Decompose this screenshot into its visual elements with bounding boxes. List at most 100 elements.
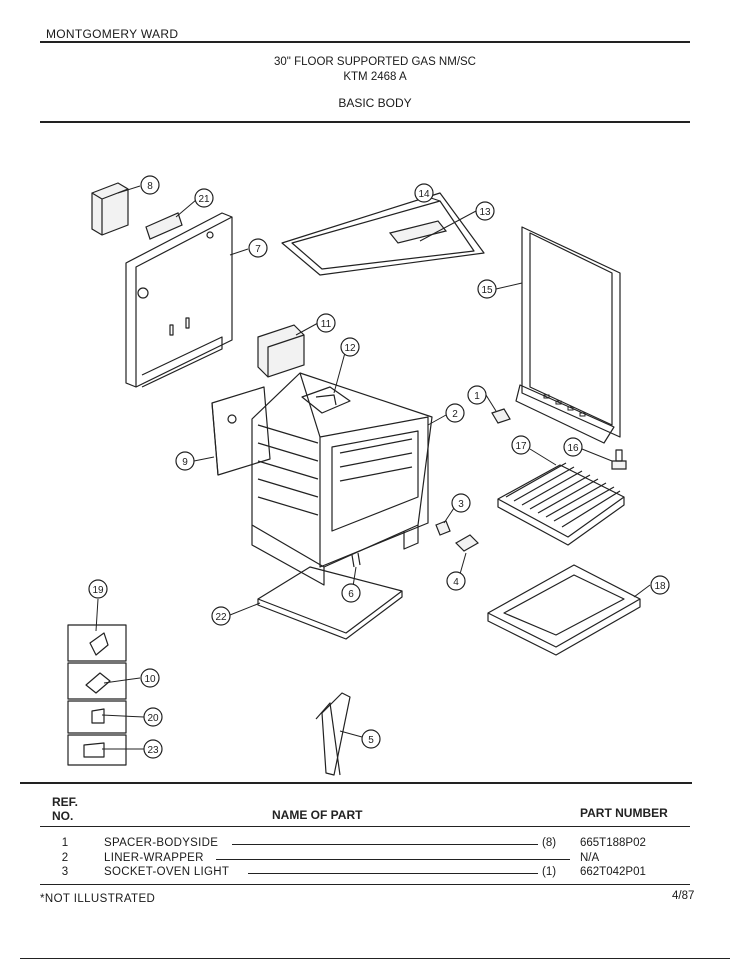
svg-text:20: 20 (147, 713, 159, 724)
callout-9: 9 (175, 451, 195, 471)
svg-text:17: 17 (515, 441, 527, 452)
part-11-flue (257, 324, 305, 378)
part-15-side-panel (515, 226, 621, 444)
row-qty: (8) (542, 837, 557, 849)
exploded-parts-diagram: 8 21 7 14 13 15 11 12 1 2 9 17 16 3 4 6 … (67, 175, 670, 776)
callout-19: 19 (88, 579, 108, 599)
model-title: 30" FLOOR SUPPORTED GAS NM/SC (274, 56, 476, 68)
revision-date: 4/87 (672, 890, 695, 902)
section-rule (40, 121, 690, 123)
row-part-number: 662T042P01 (580, 866, 646, 878)
row-part-name: LINER-WRAPPER (104, 852, 204, 864)
svg-text:9: 9 (182, 457, 188, 468)
svg-text:21: 21 (198, 194, 210, 205)
part-7-body-side (125, 212, 233, 388)
callout-8: 8 (140, 175, 160, 195)
callout-2: 2 (445, 403, 465, 423)
part-22-bottom-pan (257, 566, 403, 640)
row-part-number: N/A (580, 852, 600, 864)
svg-text:16: 16 (567, 443, 579, 454)
svg-text:7: 7 (255, 244, 261, 255)
svg-text:10: 10 (144, 674, 156, 685)
callout-23: 23 (143, 739, 163, 759)
row-ref-no: 1 (61, 837, 69, 849)
callout-10: 10 (140, 668, 160, 688)
svg-text:23: 23 (147, 745, 159, 756)
col-ref-header: REF. NO. (52, 795, 78, 823)
svg-text:22: 22 (215, 612, 227, 623)
row-qty: (1) (542, 866, 557, 878)
page-bottom-rule (20, 958, 730, 959)
section-title: BASIC BODY (338, 96, 412, 110)
callout-13: 13 (475, 201, 495, 221)
table-row: 2 LINER-WRAPPER N/A (0, 852, 750, 866)
callout-15: 15 (477, 279, 497, 299)
callout-12: 12 (340, 337, 360, 357)
part-8-bracket (91, 182, 129, 236)
callout-1: 1 (467, 385, 487, 405)
callout-4: 4 (446, 571, 466, 591)
svg-text:18: 18 (654, 581, 666, 592)
svg-text:19: 19 (92, 585, 104, 596)
callout-22: 22 (211, 606, 231, 626)
svg-text:14: 14 (418, 189, 430, 200)
callout-14: 14 (414, 183, 434, 203)
svg-text:1: 1 (474, 391, 480, 402)
table-bottom-rule (40, 884, 690, 885)
svg-text:12: 12 (344, 343, 356, 354)
title-block: 30" FLOOR SUPPORTED GAS NM/SC KTM 2468 A (0, 55, 750, 85)
part-21-clip (145, 212, 183, 240)
callout-20: 20 (143, 707, 163, 727)
model-number: KTM 2468 A (343, 71, 407, 83)
part-17-oven-rack (497, 462, 625, 546)
col-name-header: NAME OF PART (272, 808, 363, 822)
svg-text:8: 8 (147, 181, 153, 192)
svg-text:15: 15 (481, 285, 493, 296)
row-leader-dash (232, 844, 538, 845)
part-9-side-insulation (211, 386, 271, 476)
part-1-spacer (491, 408, 511, 424)
svg-text:6: 6 (348, 589, 354, 600)
part-3-socket (435, 520, 451, 536)
svg-text:5: 5 (368, 735, 374, 746)
table-head-rule (40, 826, 690, 827)
header-rule (40, 41, 690, 43)
svg-text:4: 4 (453, 577, 459, 588)
col-pn-header: PART NUMBER (580, 806, 668, 820)
svg-text:13: 13 (479, 207, 491, 218)
callout-16: 16 (563, 437, 583, 457)
part-16-leveling-leg (611, 449, 627, 470)
table-row: 3 SOCKET-OVEN LIGHT (1) 662T042P01 (0, 866, 750, 880)
callout-18: 18 (650, 575, 670, 595)
col-ref-line2: NO. (52, 809, 74, 823)
callout-17: 17 (511, 435, 531, 455)
callout-6: 6 (341, 583, 361, 603)
part-14-cooktop-pan (281, 192, 485, 276)
row-leader-dash (248, 873, 538, 874)
row-ref-no: 3 (61, 866, 69, 878)
part-6-screw (351, 552, 361, 568)
svg-text:3: 3 (458, 499, 464, 510)
row-part-number: 665T188P02 (580, 837, 646, 849)
brand-name: MONTGOMERY WARD (46, 27, 179, 41)
svg-text:2: 2 (452, 409, 458, 420)
row-part-name: SOCKET-OVEN LIGHT (104, 866, 230, 878)
part-12-burner-bracket (301, 386, 351, 414)
row-ref-no: 2 (61, 852, 69, 864)
col-ref-line1: REF. (52, 795, 79, 809)
callout-7: 7 (248, 238, 268, 258)
table-top-rule (20, 782, 692, 784)
callout-5: 5 (361, 729, 381, 749)
callout-11: 11 (316, 313, 336, 333)
callout-21: 21 (194, 188, 214, 208)
part-18-broiler-pan (487, 564, 641, 656)
row-leader-dash (216, 859, 570, 860)
table-row: 1 SPACER-BODYSIDE (8) 665T188P02 (0, 837, 750, 851)
small-parts-panel (67, 624, 127, 766)
row-part-name: SPACER-BODYSIDE (104, 837, 219, 849)
part-4-light-bulb (455, 534, 479, 552)
footnote: *NOT ILLUSTRATED (40, 893, 156, 905)
svg-text:11: 11 (321, 319, 332, 330)
part-5-hinge (315, 692, 351, 776)
callout-3: 3 (451, 493, 471, 513)
